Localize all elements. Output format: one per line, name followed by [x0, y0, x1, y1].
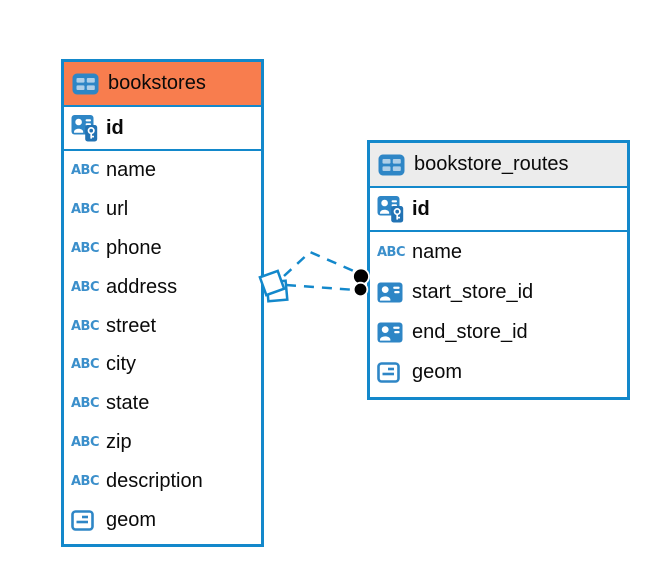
text-type-icon: ABC: [377, 244, 406, 260]
column-row[interactable]: ABC name: [370, 232, 627, 272]
table-bookstore-routes-header[interactable]: bookstore_routes: [370, 143, 627, 188]
column-name: name: [412, 240, 463, 263]
column-row[interactable]: geom: [370, 353, 627, 393]
column-name: geom: [412, 361, 463, 384]
column-name: end_store_id: [412, 320, 528, 343]
column-row[interactable]: start_store_id: [370, 272, 627, 312]
text-type-icon: ABC: [71, 474, 100, 490]
table-icon: [72, 73, 99, 95]
column-row[interactable]: ABC phone: [64, 229, 261, 268]
relationship-link-lower[interactable]: [285, 283, 357, 292]
column-name: state: [106, 392, 150, 415]
column-name: city: [106, 353, 136, 376]
text-type-icon: ABC: [71, 240, 100, 256]
column-row[interactable]: ABC name: [64, 151, 261, 190]
text-type-icon: ABC: [71, 201, 100, 217]
column-row[interactable]: ABC city: [64, 345, 261, 384]
column-name: geom: [106, 508, 157, 531]
column-list: ABC name start_store_id: [370, 232, 627, 393]
table-icon: [378, 154, 405, 176]
relationship-source-marker[interactable]: [258, 269, 289, 303]
column-row[interactable]: ABC address: [64, 268, 261, 307]
column-name: id: [106, 116, 124, 139]
column-list: ABC name ABC url ABC phone ABC address A…: [64, 151, 261, 540]
column-row[interactable]: ABC street: [64, 307, 261, 346]
column-name: address: [106, 275, 178, 298]
column-row[interactable]: ABC zip: [64, 423, 261, 462]
table-bookstore-routes[interactable]: bookstore_routes id ABC: [367, 140, 630, 400]
text-type-icon: ABC: [71, 279, 100, 295]
table-bookstores-header[interactable]: bookstores: [64, 62, 261, 107]
text-type-icon: ABC: [71, 435, 100, 451]
column-name: description: [106, 470, 203, 493]
column-row[interactable]: ABC url: [64, 190, 261, 229]
text-type-icon: ABC: [71, 396, 100, 412]
column-name: url: [106, 197, 129, 220]
geometry-type-icon: [375, 362, 409, 383]
table-bookstores[interactable]: bookstores id ABC: [61, 59, 264, 547]
table-title: bookstores: [108, 72, 206, 94]
column-name: phone: [106, 236, 162, 259]
text-type-icon: ABC: [71, 357, 100, 373]
column-name: id: [412, 197, 430, 220]
reference-id-icon: [375, 322, 409, 343]
column-row[interactable]: ABC state: [64, 384, 261, 423]
column-row-id[interactable]: id: [370, 188, 627, 232]
column-row[interactable]: geom: [64, 501, 261, 540]
geometry-type-icon: [69, 510, 103, 531]
reference-id-icon: [375, 282, 409, 303]
text-type-icon: ABC: [71, 318, 100, 334]
text-type-icon: ABC: [71, 162, 100, 178]
column-name: name: [106, 158, 157, 181]
column-name: street: [106, 314, 157, 337]
column-row-id[interactable]: id: [64, 107, 261, 151]
column-row[interactable]: ABC description: [64, 462, 261, 501]
column-name: start_store_id: [412, 280, 534, 303]
table-title: bookstore_routes: [414, 153, 569, 175]
column-name: zip: [106, 431, 132, 454]
relationship-link-upper[interactable]: [283, 250, 357, 277]
column-row[interactable]: end_store_id: [370, 312, 627, 352]
primary-key-icon: [69, 114, 103, 142]
primary-key-icon: [375, 195, 409, 223]
